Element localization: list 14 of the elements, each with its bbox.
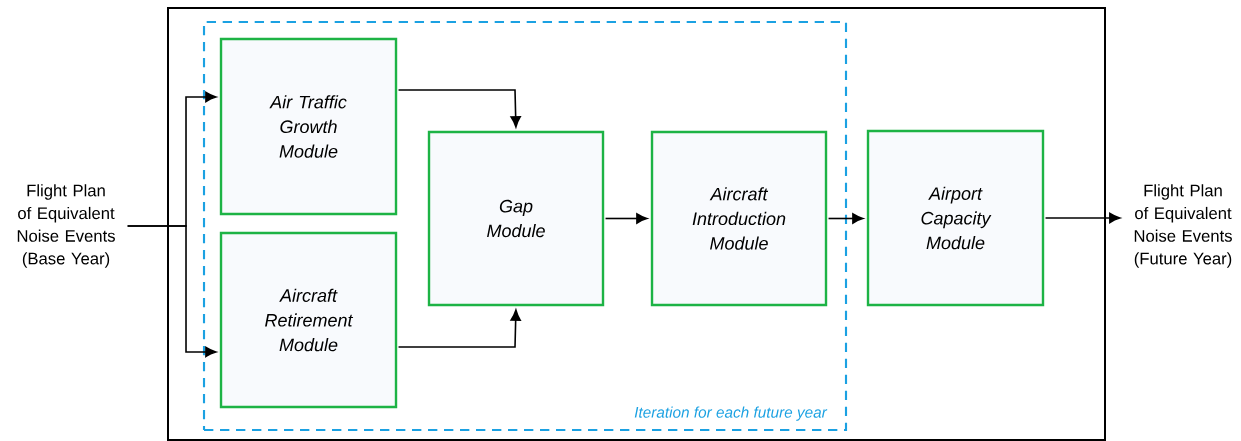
arrow [126,225,217,358]
flow-label: Flight Plan of Equivalent Noise Events (Future Year) [1134,184,1232,268]
module-box: Aircraft Introduction Module [650,130,828,307]
flow-label: Flight Plan of Equivalent Noise Events (Base Year) [17,184,115,268]
arrow [827,213,864,224]
module-box: Air Traffic Growth Module [219,37,398,216]
module-box: Airport Capacity Module [866,129,1045,307]
arrow [604,213,648,224]
arrow [397,309,521,348]
arrow [1044,212,1121,224]
frame [167,7,1106,441]
module-box: Aircraft Retirement Module [219,231,398,409]
arrow [397,89,521,128]
module-box: Gap Module [427,130,605,307]
